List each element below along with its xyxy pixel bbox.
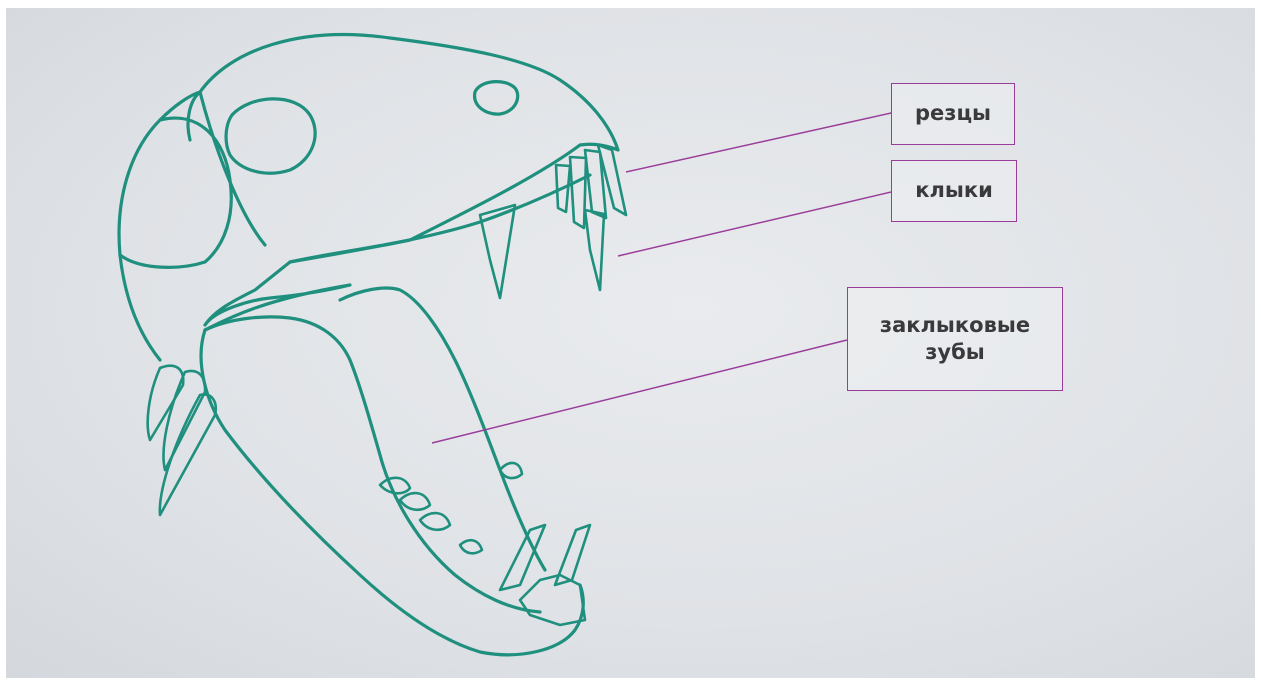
- lower-tooth-5: [500, 463, 522, 478]
- lower-incisors: [520, 575, 585, 625]
- lower-tooth-4: [460, 540, 482, 553]
- lower-tooth-3: [420, 513, 450, 530]
- label-incisors: резцы: [891, 83, 1015, 145]
- lower-jaw-outline: [201, 288, 583, 655]
- leader-line-molars: [432, 340, 847, 443]
- nostril: [475, 82, 518, 114]
- skull-outline: [119, 35, 618, 330]
- lower-tooth-1: [380, 478, 410, 493]
- leader-line-incisors: [626, 113, 891, 172]
- label-incisors-text: резцы: [915, 100, 991, 127]
- upper-incisor-3: [570, 157, 586, 228]
- eye-orbit: [226, 99, 315, 173]
- label-molars-text-line2: зубы: [925, 339, 985, 366]
- label-molars-text-line1: заклыковые: [880, 312, 1030, 339]
- leader-line-canines: [618, 192, 891, 256]
- upper-jaw-gum: [290, 175, 590, 262]
- label-canines-text: клыки: [915, 177, 993, 204]
- label-canines: клыки: [891, 160, 1017, 222]
- hanging-tooth-3: [160, 394, 216, 515]
- lower-jaw-inner: [205, 317, 540, 612]
- hanging-tooth-2: [164, 371, 206, 470]
- upper-canine: [585, 210, 604, 290]
- lower-tooth-2: [400, 493, 430, 510]
- label-molars: заклыковые зубы: [847, 287, 1063, 391]
